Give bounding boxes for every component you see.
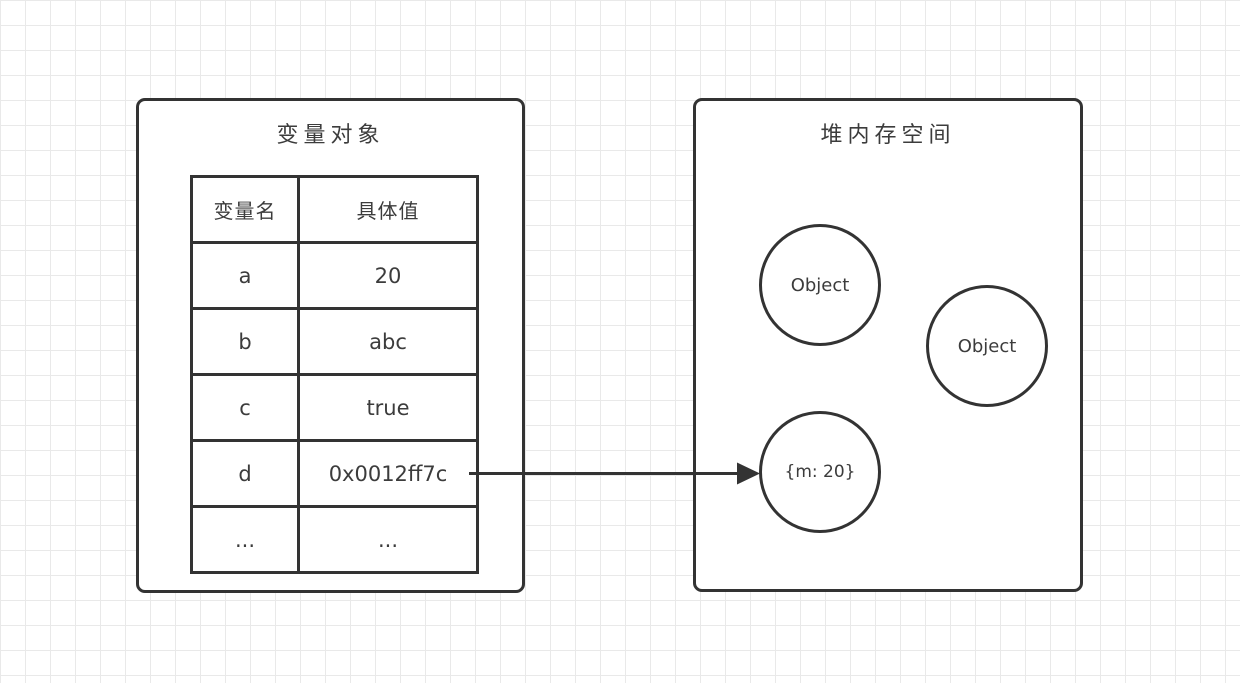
table-row: d 0x0012ff7c [190, 439, 479, 508]
heap-object-label: Object [957, 335, 1017, 357]
header-variable-name: 变量名 [190, 175, 300, 244]
table-row: ... ... [190, 505, 479, 574]
variable-name-cell: b [190, 307, 300, 376]
variable-value-cell: 0x0012ff7c [297, 439, 479, 508]
variable-name-cell: a [190, 241, 300, 310]
variables-table: 变量名 具体值 a 20 b abc c true d 0x0012ff7c [190, 175, 479, 574]
variable-value-cell: 20 [297, 241, 479, 310]
table-row: a 20 [190, 241, 479, 310]
table-header-row: 变量名 具体值 [190, 175, 479, 244]
variable-value-cell: true [297, 373, 479, 442]
table-row: c true [190, 373, 479, 442]
variable-object-title: 变量对象 [276, 123, 385, 148]
variable-value-cell: abc [297, 307, 479, 376]
heap-memory-box: 堆内存空间 Object Object {m: 20} [693, 98, 1083, 592]
heap-object-circle: Object [759, 224, 881, 346]
heap-m-object-label: {m: 20} [784, 462, 856, 482]
heap-object-label: Object [790, 274, 850, 296]
table-row: b abc [190, 307, 479, 376]
variable-value-cell: ... [297, 505, 479, 574]
variable-name-cell: d [190, 439, 300, 508]
heap-memory-title: 堆内存空间 [820, 123, 956, 148]
variable-object-box: 变量对象 变量名 具体值 a 20 b abc c true [136, 98, 525, 593]
heap-m-object-circle: {m: 20} [759, 411, 881, 533]
variable-name-cell: c [190, 373, 300, 442]
variable-name-cell: ... [190, 505, 300, 574]
header-variable-value: 具体值 [297, 175, 479, 244]
heap-object-circle: Object [926, 285, 1048, 407]
